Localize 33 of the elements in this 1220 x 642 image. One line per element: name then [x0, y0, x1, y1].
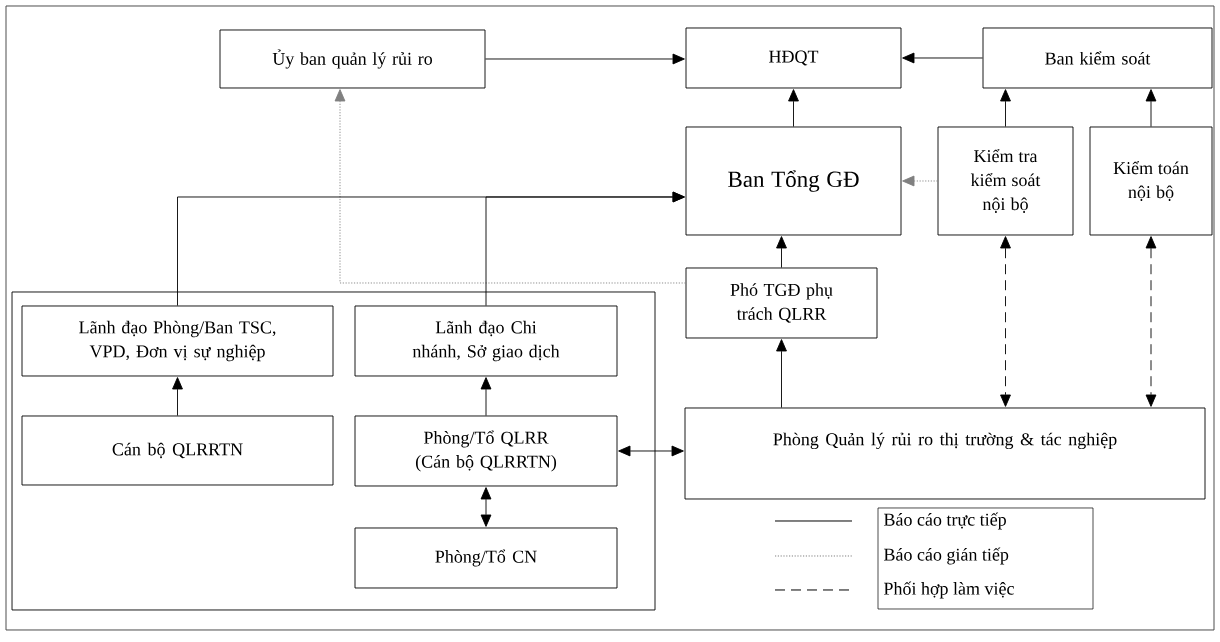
- arrow: [480, 377, 492, 416]
- unit-box: Lãnh đạo Phòng/Ban TSC, VPD, Đơn vị sự nghiệp: [21, 305, 334, 377]
- board-box: Ban kiểm soát: [982, 27, 1213, 89]
- executive-box: Phó TGĐ phụ trách QLRR: [685, 267, 878, 339]
- arrow: [172, 377, 183, 416]
- arrow: [1145, 236, 1157, 407]
- committee-box: Ủy ban quản lý rủi ro: [219, 29, 486, 89]
- arrow: [1145, 89, 1157, 127]
- department-box: Phòng Quản lý rủi ro thị trường & tác nghiệp: [684, 407, 1206, 500]
- unit-box: Phòng/Tổ QLRR (Cán bộ QLRRTN): [354, 415, 618, 487]
- arrow: [1000, 236, 1011, 407]
- arrow: [788, 89, 799, 127]
- department-box: Kiểm tra kiểm soát nội bộ: [937, 126, 1074, 236]
- arrow: [902, 52, 983, 64]
- legend-text: Báo cáo gián tiếp: [883, 547, 1009, 565]
- arrow: [776, 236, 787, 268]
- unit-box: Lãnh đạo Chi nhánh, Sở giao dịch: [354, 305, 618, 377]
- legend-text: Phối hợp làm việc: [883, 581, 1014, 599]
- arrow: [776, 339, 787, 408]
- arrow: [480, 487, 492, 527]
- arrow: [618, 445, 684, 457]
- arrow: [1000, 89, 1011, 127]
- arrow: [485, 53, 685, 65]
- group-box: [11, 291, 656, 611]
- arrow: [902, 175, 938, 187]
- board-box: HĐQT: [685, 27, 902, 89]
- department-box: Kiểm toán nội bộ: [1089, 126, 1213, 236]
- arrow: [485, 191, 685, 306]
- arrow: [334, 89, 686, 284]
- management-box: Ban Tổng GĐ: [685, 126, 902, 236]
- unit-box: Phòng/Tổ CN: [354, 527, 618, 589]
- staff-box: Cán bộ QLRRTN: [21, 415, 334, 486]
- legend-text: Báo cáo trực tiếp: [883, 512, 1006, 530]
